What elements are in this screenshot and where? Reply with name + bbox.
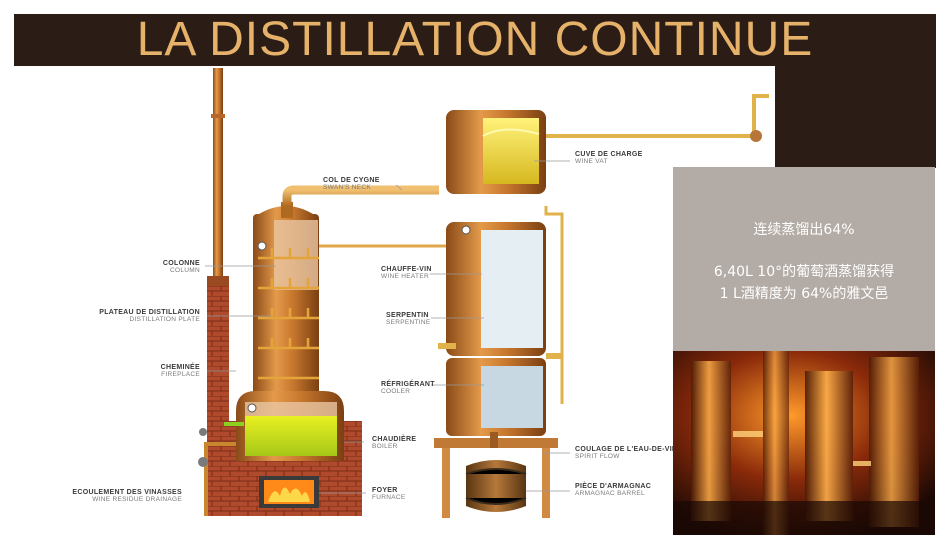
feed-pipes — [438, 94, 769, 404]
info-line-2: 1 L酒精度为 64%的雅文邑 — [719, 286, 889, 302]
label-distillation-plate: PLATEAU DE DISTILLATION DISTILLATION PLA… — [99, 309, 200, 323]
label-armagnac-barrel: PIÈCE D'ARMAGNAC ARMAGNAC BARREL — [575, 483, 652, 497]
label-spirit-flow: COULAGE DE L'EAU-DE-VIE SPIRIT FLOW — [575, 446, 677, 460]
label-furnace: FOYER FURNACE — [372, 487, 406, 501]
tower-base — [434, 432, 558, 518]
cooler — [446, 358, 546, 436]
label-column: COLONNE COLUMN — [162, 260, 200, 274]
wine-vat — [446, 110, 546, 194]
info-box: 连续蒸馏出64% 6,40L 10°的葡萄酒蒸馏获得 1 L酒精度为 64%的雅… — [673, 167, 935, 351]
wine-heater — [446, 222, 546, 356]
label-swans-neck: COL DE CYGNE SWAN'S NECK — [323, 177, 380, 191]
label-wine-residue-drainage: ECOULEMENT DES VINASSES WINE RESIDUE DRA… — [72, 489, 182, 503]
info-title: 连续蒸馏出64% — [753, 222, 855, 238]
label-wine-vat: CUVE DE CHARGE WINE VAT — [575, 151, 643, 165]
label-fireplace: CHEMINÉE FIREPLACE — [160, 364, 200, 378]
column — [253, 202, 319, 396]
distillation-diagram — [198, 68, 769, 518]
drainage-pipe — [198, 428, 236, 516]
distillery-photo — [673, 351, 935, 535]
label-cooler: RÉFRIGÉRANT COOLER — [381, 381, 435, 395]
dark-corner-panel — [775, 66, 936, 168]
boiler — [224, 391, 344, 461]
armagnac-barrel — [465, 460, 527, 512]
title-bar: LA DISTILLATION CONTINUE — [14, 14, 936, 66]
label-boiler: CHAUDIÈRE BOILER — [372, 436, 417, 450]
info-body: 6,40L 10°的葡萄酒蒸馏获得 1 L酒精度为 64%的雅文邑 — [673, 261, 935, 305]
swans-neck-pipe — [282, 185, 446, 248]
label-wine-heater: CHAUFFE-VIN WINE HEATER — [381, 266, 432, 280]
leader-lines — [205, 160, 570, 494]
info-line-1: 6,40L 10°的葡萄酒蒸馏获得 — [713, 264, 895, 280]
label-serpentine: SERPENTIN SERPENTINE — [386, 312, 431, 326]
page-title: LA DISTILLATION CONTINUE — [136, 13, 814, 66]
